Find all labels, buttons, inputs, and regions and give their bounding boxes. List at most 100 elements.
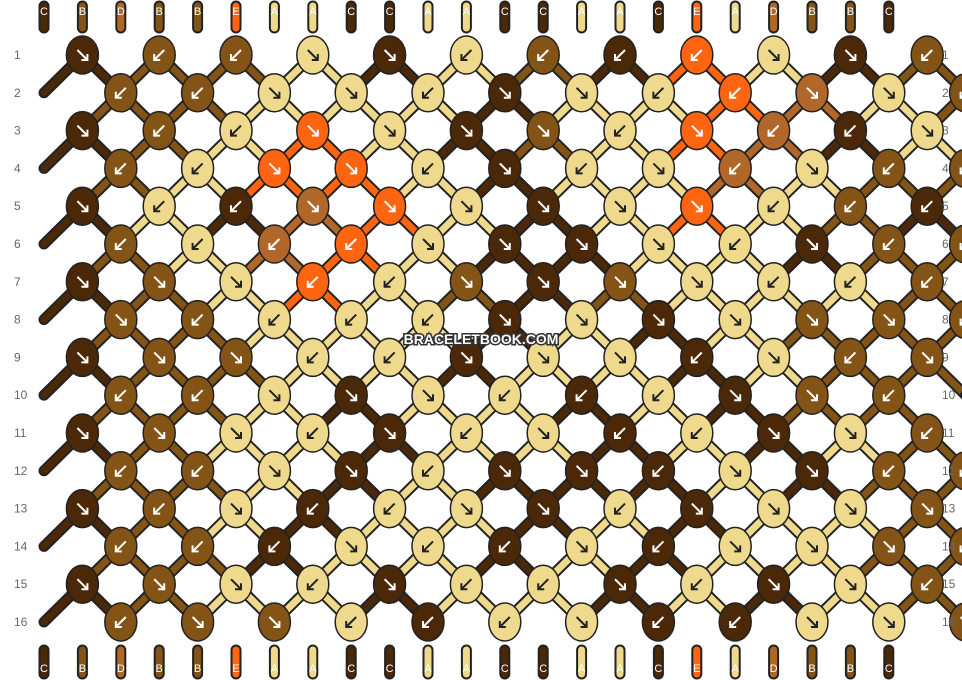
- knot[interactable]: [948, 300, 962, 339]
- knot[interactable]: [104, 451, 138, 491]
- knot[interactable]: [641, 375, 676, 415]
- knot[interactable]: [680, 488, 714, 529]
- knot[interactable]: [910, 262, 944, 302]
- knot[interactable]: [872, 526, 906, 567]
- knot[interactable]: [219, 110, 253, 151]
- knot[interactable]: [795, 299, 829, 340]
- knot[interactable]: [603, 186, 637, 226]
- knot[interactable]: [756, 564, 791, 604]
- knot[interactable]: [488, 224, 522, 264]
- knot[interactable]: [104, 602, 138, 642]
- knot[interactable]: [564, 224, 599, 264]
- knot[interactable]: [65, 35, 100, 75]
- knot[interactable]: [372, 35, 407, 75]
- knot[interactable]: [872, 73, 906, 113]
- knot[interactable]: [449, 110, 484, 151]
- knot[interactable]: [526, 413, 560, 453]
- knot[interactable]: [872, 224, 906, 264]
- knot[interactable]: [948, 527, 962, 566]
- knot[interactable]: [795, 526, 829, 567]
- knot[interactable]: [180, 148, 215, 189]
- knot[interactable]: [104, 299, 138, 340]
- knot[interactable]: [833, 488, 868, 529]
- knot[interactable]: [411, 148, 445, 189]
- knot[interactable]: [488, 526, 522, 567]
- knot[interactable]: [833, 262, 868, 302]
- knot[interactable]: [718, 375, 752, 415]
- knot[interactable]: [488, 451, 522, 491]
- knot[interactable]: [296, 564, 330, 604]
- knot[interactable]: [603, 35, 637, 75]
- knot[interactable]: [603, 564, 637, 604]
- knot[interactable]: [872, 299, 906, 340]
- knot[interactable]: [411, 375, 445, 415]
- knot[interactable]: [833, 35, 868, 75]
- knot[interactable]: [296, 262, 330, 302]
- knot[interactable]: [104, 148, 138, 189]
- knot[interactable]: [833, 564, 868, 604]
- knot[interactable]: [526, 35, 560, 75]
- knot[interactable]: [718, 451, 752, 491]
- knot[interactable]: [180, 224, 215, 264]
- knot[interactable]: [910, 337, 944, 378]
- knot[interactable]: [795, 73, 829, 113]
- knot[interactable]: [411, 602, 445, 642]
- knot[interactable]: [488, 73, 522, 113]
- knot[interactable]: [411, 451, 445, 491]
- knot[interactable]: [449, 35, 484, 75]
- knot[interactable]: [449, 262, 484, 302]
- knot[interactable]: [756, 110, 791, 151]
- knot[interactable]: [795, 148, 829, 189]
- knot[interactable]: [65, 488, 100, 529]
- knot[interactable]: [219, 35, 253, 75]
- knot[interactable]: [372, 110, 407, 151]
- knot[interactable]: [564, 526, 599, 567]
- knot[interactable]: [334, 73, 368, 113]
- knot[interactable]: [219, 337, 253, 378]
- knot[interactable]: [948, 224, 962, 264]
- knot[interactable]: [756, 413, 791, 453]
- knot[interactable]: [142, 186, 176, 226]
- knot[interactable]: [526, 186, 560, 226]
- knot[interactable]: [603, 488, 637, 529]
- knot[interactable]: [718, 148, 752, 189]
- knot[interactable]: [449, 337, 484, 378]
- knot[interactable]: [756, 488, 791, 529]
- knot[interactable]: [411, 224, 445, 264]
- knot[interactable]: [833, 110, 868, 151]
- knot[interactable]: [104, 224, 138, 264]
- knot[interactable]: [142, 337, 176, 378]
- knot[interactable]: [718, 224, 752, 264]
- knot[interactable]: [334, 451, 368, 491]
- knot[interactable]: [948, 602, 962, 642]
- knot[interactable]: [449, 564, 484, 604]
- knot[interactable]: [180, 451, 215, 491]
- knot[interactable]: [756, 186, 791, 226]
- knot[interactable]: [718, 299, 752, 340]
- knot[interactable]: [65, 564, 100, 604]
- knot[interactable]: [680, 186, 714, 226]
- knot[interactable]: [296, 110, 330, 151]
- knot[interactable]: [65, 262, 100, 302]
- knot[interactable]: [449, 488, 484, 529]
- knot[interactable]: [219, 186, 253, 226]
- knot[interactable]: [65, 110, 100, 151]
- knot[interactable]: [910, 35, 944, 75]
- knot[interactable]: [641, 299, 676, 340]
- knot[interactable]: [372, 564, 407, 604]
- knot[interactable]: [180, 375, 215, 415]
- knot[interactable]: [257, 375, 292, 415]
- knot[interactable]: [449, 186, 484, 226]
- knot[interactable]: [296, 337, 330, 378]
- knot[interactable]: [104, 73, 138, 113]
- knot[interactable]: [104, 375, 138, 415]
- knot[interactable]: [641, 73, 676, 113]
- knot[interactable]: [526, 337, 560, 378]
- knot[interactable]: [680, 35, 714, 75]
- knot[interactable]: [641, 451, 676, 491]
- knot[interactable]: [948, 149, 962, 188]
- knot[interactable]: [334, 224, 368, 264]
- knot[interactable]: [219, 413, 253, 453]
- knot[interactable]: [603, 413, 637, 453]
- knot[interactable]: [257, 451, 292, 491]
